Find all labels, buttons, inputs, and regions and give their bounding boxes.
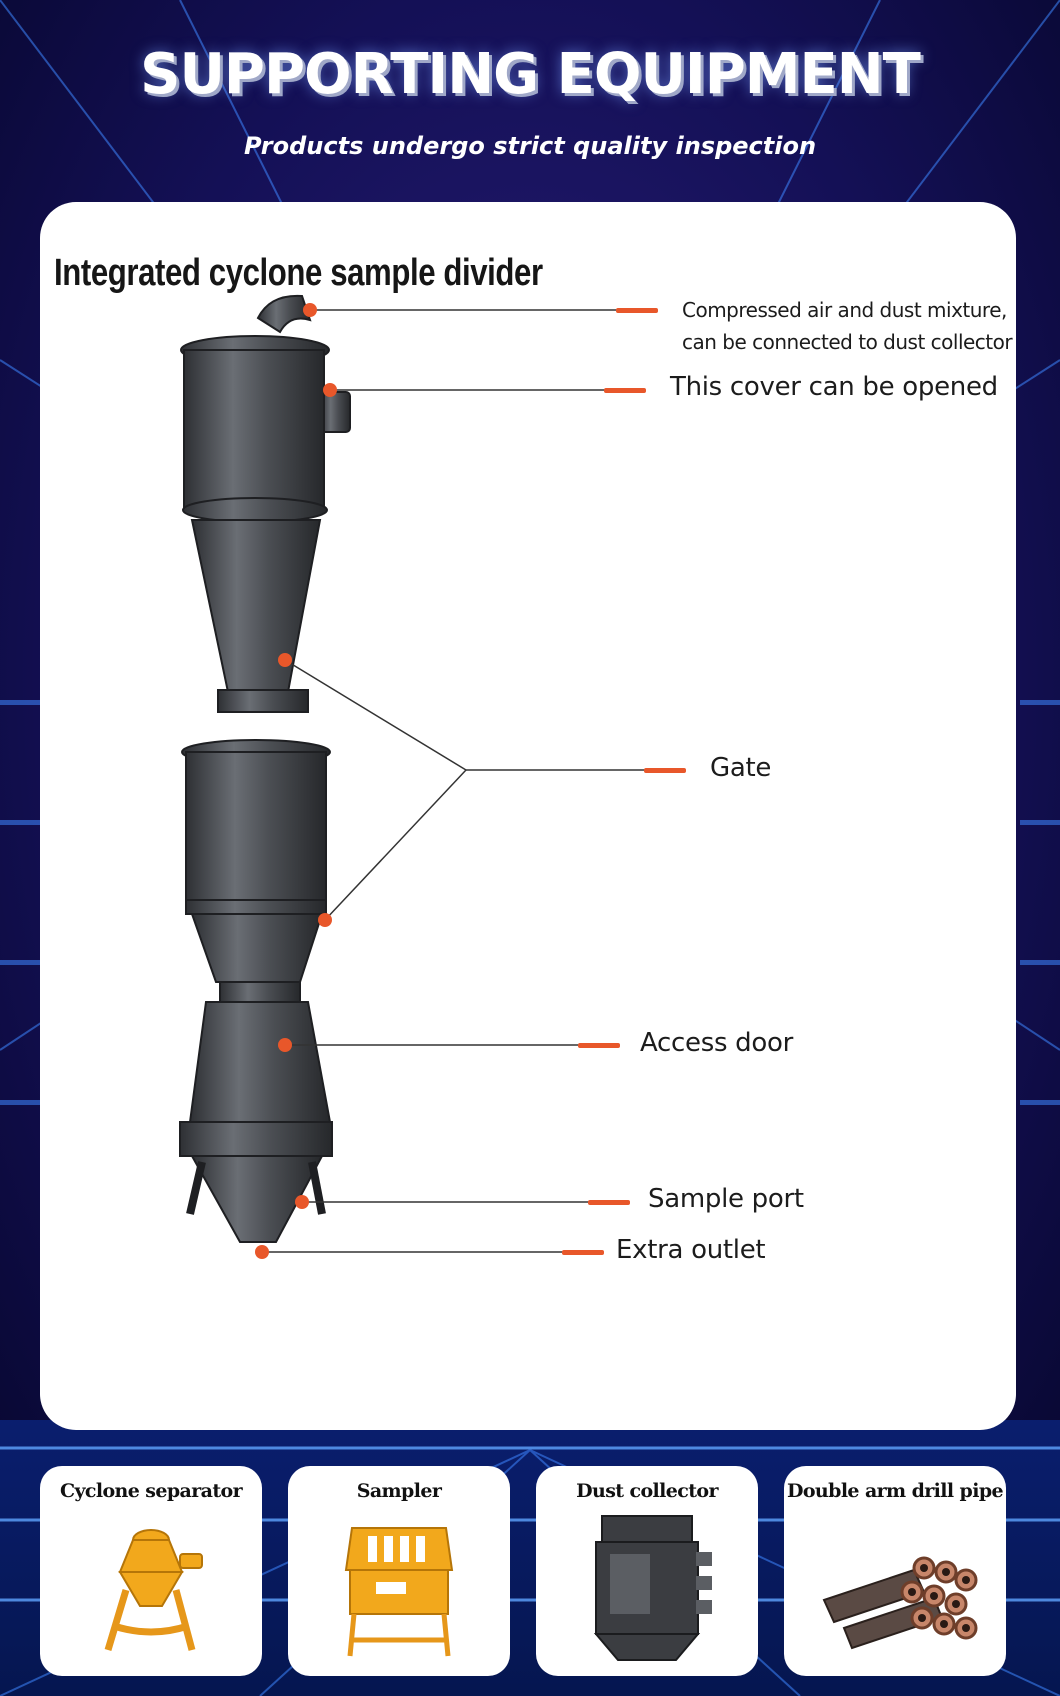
panel-title: Integrated cyclone sample divider xyxy=(54,252,543,294)
callout-air-mixture: Compressed air and dust mixture, can be … xyxy=(682,294,1013,358)
callout-access-door: Access door xyxy=(640,1028,793,1058)
callout-extra-outlet: Extra outlet xyxy=(616,1235,766,1265)
page-subtitle: Products undergo strict quality inspecti… xyxy=(243,132,817,160)
card-label: Dust collector xyxy=(576,1480,718,1502)
callout-sample-port: Sample port xyxy=(648,1184,804,1214)
card-cyclone-separator[interactable]: Cyclone separator xyxy=(40,1466,262,1676)
cyclone-sample-divider-image xyxy=(179,294,686,1259)
sampler-image xyxy=(344,1527,454,1657)
page-title: SUPPORTING EQUIPMENT xyxy=(140,42,921,107)
card-label: Cyclone separator xyxy=(59,1480,243,1502)
card-sampler[interactable]: Sampler xyxy=(288,1466,510,1676)
card-dust-collector[interactable]: Dust collector xyxy=(536,1466,758,1676)
card-label: Double arm drill pipe xyxy=(786,1480,1004,1502)
callout-cover: This cover can be opened xyxy=(670,372,998,402)
dust-collector-image xyxy=(593,1515,712,1661)
card-label: Sampler xyxy=(356,1480,442,1502)
callout-air-line1: Compressed air and dust mixture, xyxy=(682,298,1007,322)
card-drill-pipe[interactable]: Double arm drill pipe xyxy=(784,1466,1006,1676)
callout-air-line2: can be connected to dust collector xyxy=(682,330,1013,354)
callout-gate: Gate xyxy=(710,753,772,783)
cyclone-separator-image xyxy=(104,1529,203,1652)
product-panel: Integrated cyclone sample divider xyxy=(40,202,1016,1430)
drill-pipe-image xyxy=(822,1556,978,1650)
